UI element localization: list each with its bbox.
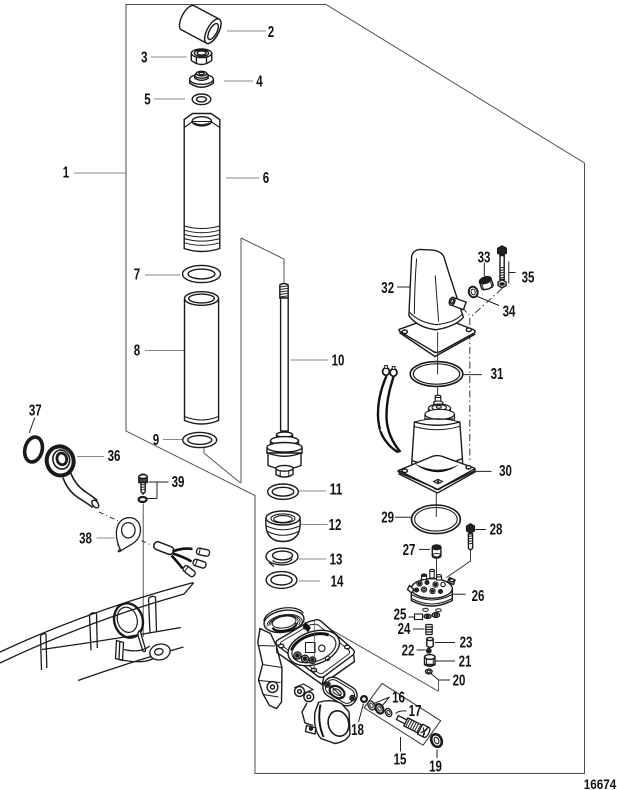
svg-text:5: 5 — [144, 92, 150, 109]
svg-text:2: 2 — [268, 24, 274, 41]
svg-text:29: 29 — [381, 509, 394, 526]
svg-text:38: 38 — [79, 531, 92, 548]
svg-text:14: 14 — [331, 574, 344, 591]
svg-text:34: 34 — [503, 303, 516, 320]
svg-text:35: 35 — [522, 269, 535, 286]
svg-text:10: 10 — [332, 353, 345, 370]
svg-text:12: 12 — [329, 517, 342, 534]
svg-text:1: 1 — [63, 165, 69, 182]
svg-text:37: 37 — [29, 403, 42, 420]
svg-text:11: 11 — [330, 482, 343, 499]
svg-text:27: 27 — [403, 542, 416, 559]
svg-text:4: 4 — [256, 74, 262, 91]
svg-text:30: 30 — [499, 463, 512, 480]
svg-text:17: 17 — [409, 703, 422, 720]
svg-text:8: 8 — [134, 342, 140, 359]
svg-text:23: 23 — [460, 635, 473, 652]
svg-text:18: 18 — [351, 722, 364, 739]
svg-text:32: 32 — [381, 280, 394, 297]
svg-text:13: 13 — [330, 552, 343, 569]
svg-text:16674: 16674 — [584, 776, 617, 790]
svg-text:20: 20 — [453, 673, 466, 690]
svg-text:16: 16 — [392, 690, 405, 707]
svg-text:9: 9 — [153, 432, 159, 449]
svg-text:36: 36 — [108, 448, 121, 465]
svg-text:15: 15 — [394, 752, 407, 769]
svg-text:33: 33 — [478, 250, 491, 267]
svg-text:39: 39 — [172, 474, 185, 491]
svg-text:26: 26 — [472, 588, 485, 605]
svg-text:22: 22 — [402, 643, 415, 660]
svg-text:19: 19 — [429, 759, 442, 776]
svg-text:3: 3 — [141, 49, 147, 66]
svg-text:25: 25 — [394, 607, 407, 624]
svg-text:24: 24 — [398, 621, 411, 638]
svg-text:7: 7 — [134, 267, 140, 284]
svg-text:31: 31 — [491, 366, 504, 383]
svg-text:21: 21 — [459, 654, 472, 671]
svg-text:28: 28 — [490, 522, 503, 539]
svg-text:6: 6 — [263, 170, 269, 187]
